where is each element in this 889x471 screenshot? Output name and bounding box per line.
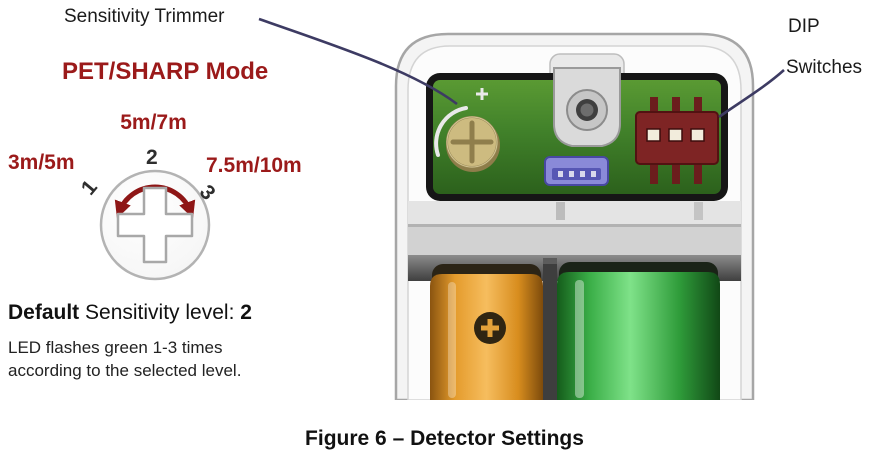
wire-connector bbox=[544, 156, 609, 186]
range-label-1: 3m/5m bbox=[8, 151, 75, 174]
led-note-line2: according to the selected level. bbox=[8, 361, 242, 380]
led-note-line1: LED flashes green 1-3 times bbox=[8, 338, 223, 357]
detector-interior-illustration bbox=[394, 32, 755, 400]
pet-sharp-mode-title: PET/SHARP Mode bbox=[62, 58, 269, 85]
default-rest: Sensitivity level: bbox=[79, 301, 241, 324]
dial-cross bbox=[116, 186, 194, 264]
battery-divider bbox=[543, 258, 557, 400]
dip-label-line2: Switches bbox=[786, 57, 863, 78]
sensitivity-trimmer-pot bbox=[446, 116, 500, 172]
trimmer-silkscreen-arc bbox=[434, 106, 468, 157]
battery-orange bbox=[430, 264, 543, 400]
default-value: 2 bbox=[240, 301, 252, 324]
trimmer-silkscreen-plus-icon bbox=[476, 88, 488, 100]
figure-caption: Figure 6 – Detector Settings bbox=[305, 427, 584, 450]
screw-boss-bracket bbox=[553, 67, 621, 147]
dial-position-2: 2 bbox=[146, 146, 158, 169]
range-label-3: 7.5m/10m bbox=[206, 154, 302, 177]
range-label-2: 5m/7m bbox=[120, 111, 187, 134]
dip-label-line1: DIP bbox=[788, 16, 820, 37]
trimmer-dial-diagram bbox=[99, 169, 211, 281]
dip-switch bbox=[635, 97, 719, 184]
sensitivity-trimmer-label: Sensitivity Trimmer bbox=[64, 6, 225, 27]
default-sensitivity-text: Default Sensitivity level: 2 bbox=[8, 301, 252, 325]
default-word: Default bbox=[8, 301, 80, 324]
battery-green bbox=[557, 262, 720, 400]
